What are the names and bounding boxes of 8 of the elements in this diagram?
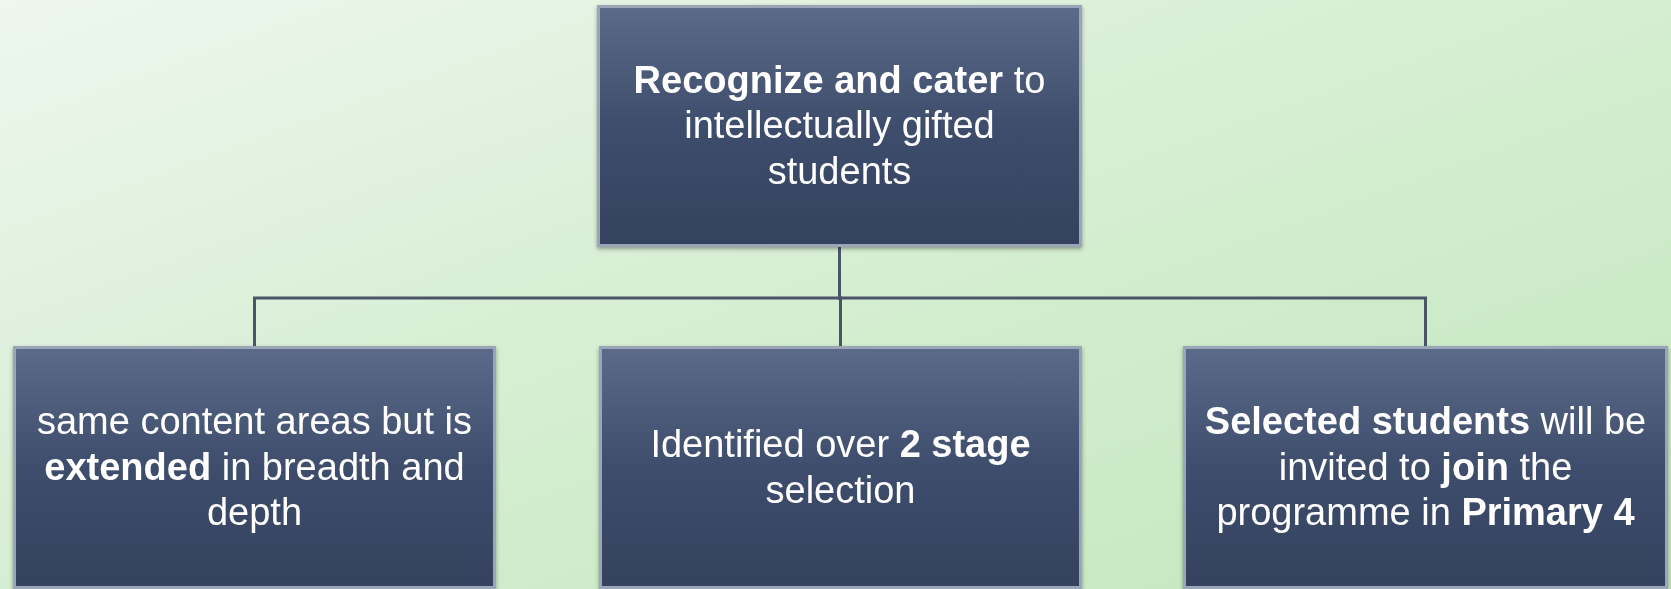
process-box	[1183, 346, 1668, 589]
process-box	[13, 346, 496, 589]
box-text: same content areas but is extended in breadth and depth	[35, 399, 474, 536]
process-box	[599, 346, 1082, 589]
process-box	[597, 5, 1082, 247]
box-text: Identified over 2 stage selection	[649, 421, 1032, 513]
box-text: Selected students will be invited to join the programme in Primary 4	[1203, 399, 1648, 536]
box-text: Recognize and cater to intellectually gifted students	[632, 57, 1047, 194]
